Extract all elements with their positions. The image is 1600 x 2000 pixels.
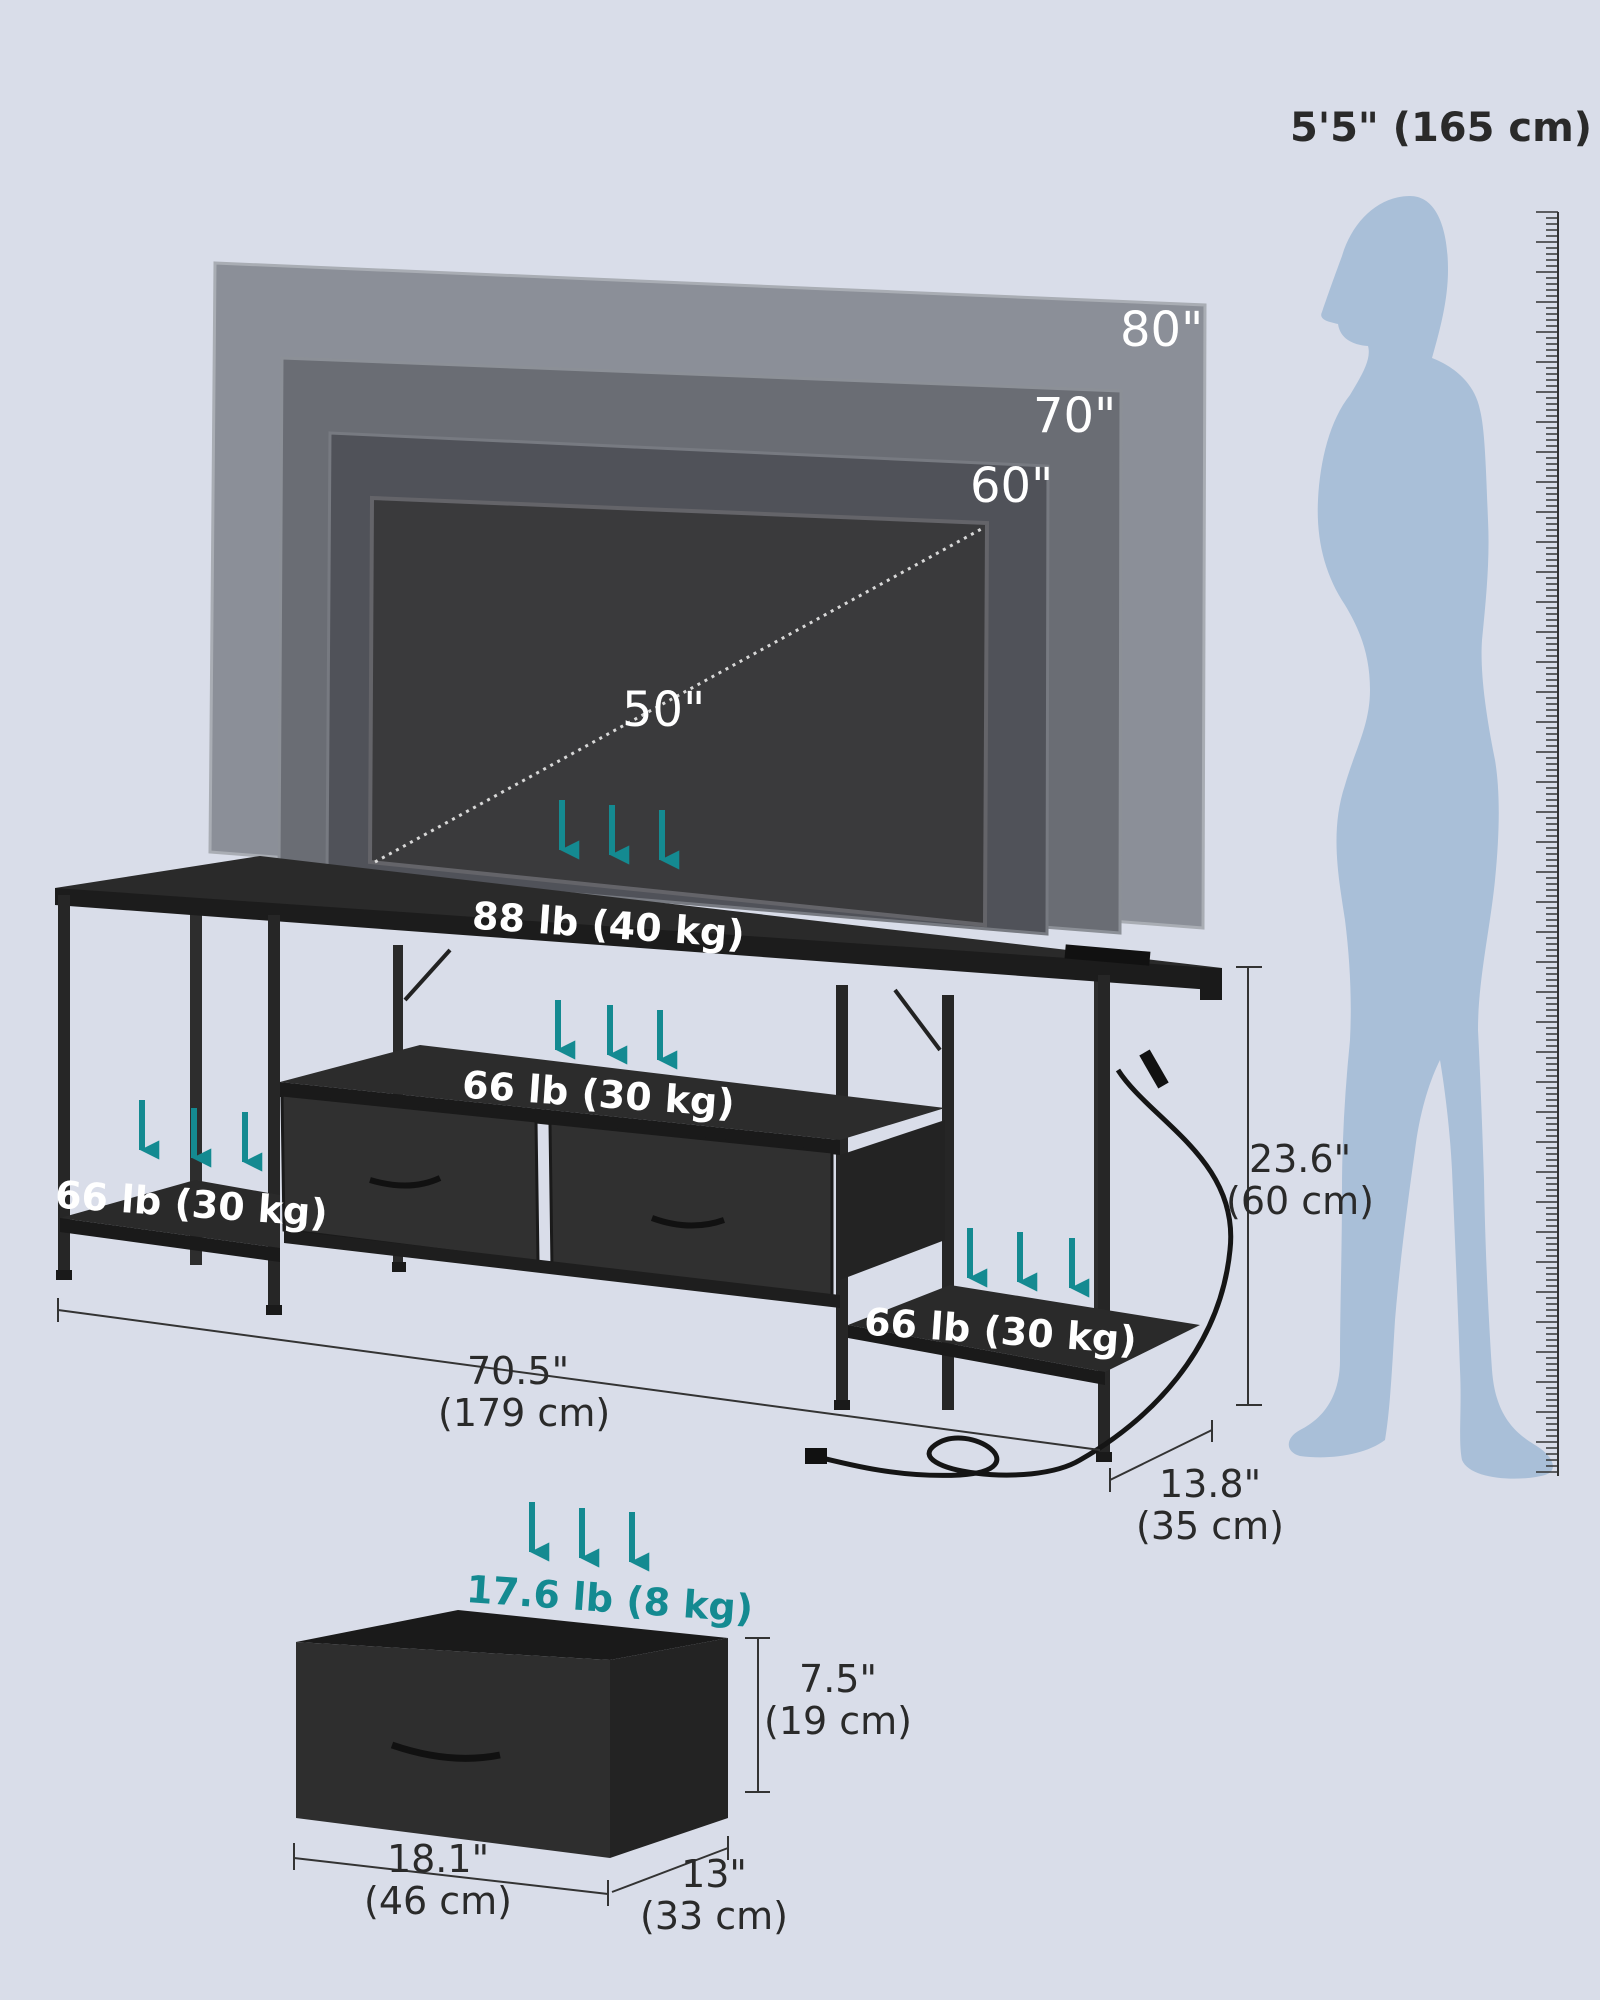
drawer-height-inches: 7.5" [799,1657,877,1701]
right-end-panel [1200,968,1222,1000]
depth-cm: (35 cm) [1136,1504,1284,1548]
tv-size-60-label: 60" [970,458,1054,514]
left-shelf [60,1180,280,1248]
drawer-box-side [610,1638,728,1858]
height-dimension-label: 23.6" (60 cm) [1220,1140,1380,1220]
power-cord [809,1068,1234,1478]
drawer-width-label: 18.1" (46 cm) [358,1840,518,1920]
foot [834,1400,850,1410]
width-dimension-line [57,1309,1101,1451]
front-right-leg [1098,975,1110,1458]
tv-stand [55,856,1234,1478]
height-inches: 23.6" [1248,1137,1352,1181]
drawer-box-top [296,1610,728,1660]
drawer-height-cm: (19 cm) [764,1699,912,1743]
tv-size-overlays [208,261,1207,936]
foot [266,1305,282,1315]
stand-top-front [55,888,1212,990]
right-shelf-front [848,1325,1105,1385]
left-shelf-front [60,1218,280,1262]
drawer-depth-inches: 13" [681,1852,747,1896]
depth-inches: 13.8" [1158,1462,1262,1506]
tv-50-screen [367,495,990,928]
foot [56,1270,72,1280]
tv-size-80-label: 80" [1120,302,1204,358]
drawer-depth-cm: (33 cm) [640,1894,788,1938]
cabinet-side [840,1120,945,1280]
foot [1096,1452,1112,1462]
drawer-width-cm: (46 cm) [364,1879,512,1923]
width-dimension-label: 70.5" (179 cm) [438,1349,611,1435]
depth-dimension-label: 13.8" (35 cm) [1130,1465,1290,1545]
drawer-width-inches: 18.1" [386,1837,490,1881]
drawer-handle [369,1175,442,1189]
middle-shelf [280,1045,945,1140]
right-shelf [848,1285,1200,1372]
drawer-depth-label: 13" (33 cm) [634,1855,794,1935]
drawer-height-label: 7.5" (19 cm) [758,1660,918,1740]
bottom-rail [284,1230,840,1308]
drawer-width-line [293,1857,609,1895]
back-leg [190,905,202,1265]
cord-adapter [1139,1049,1169,1089]
tv-size-50-label: 50" [622,682,706,738]
drawer-depth-line [611,1847,729,1893]
height-ruler [1536,211,1559,1476]
person-height-label: 5'5" (165 cm) [1290,105,1593,151]
drawer-detail-handle [390,1741,501,1762]
brace [893,988,942,1052]
human-silhouette [1288,196,1553,1479]
tv-size-70-label: 70" [1033,388,1117,444]
power-plug [805,1448,827,1464]
brace [403,948,452,1002]
depth-dimension-line [1109,1429,1213,1481]
height-cm: (60 cm) [1226,1179,1374,1223]
dimension-lines [57,966,1262,1906]
foot [392,1262,406,1272]
width-inches: 70.5" [466,1349,570,1393]
middle-shelf-front [280,1082,840,1155]
load-arrows [139,800,1090,1572]
width-cm: (179 cm) [438,1391,611,1435]
front-left-leg [58,895,70,1275]
power-outlet-strip [1064,944,1151,966]
drawer-box-front [296,1642,610,1858]
drawer-handle [650,1215,725,1229]
drawer-detail [296,1610,728,1858]
